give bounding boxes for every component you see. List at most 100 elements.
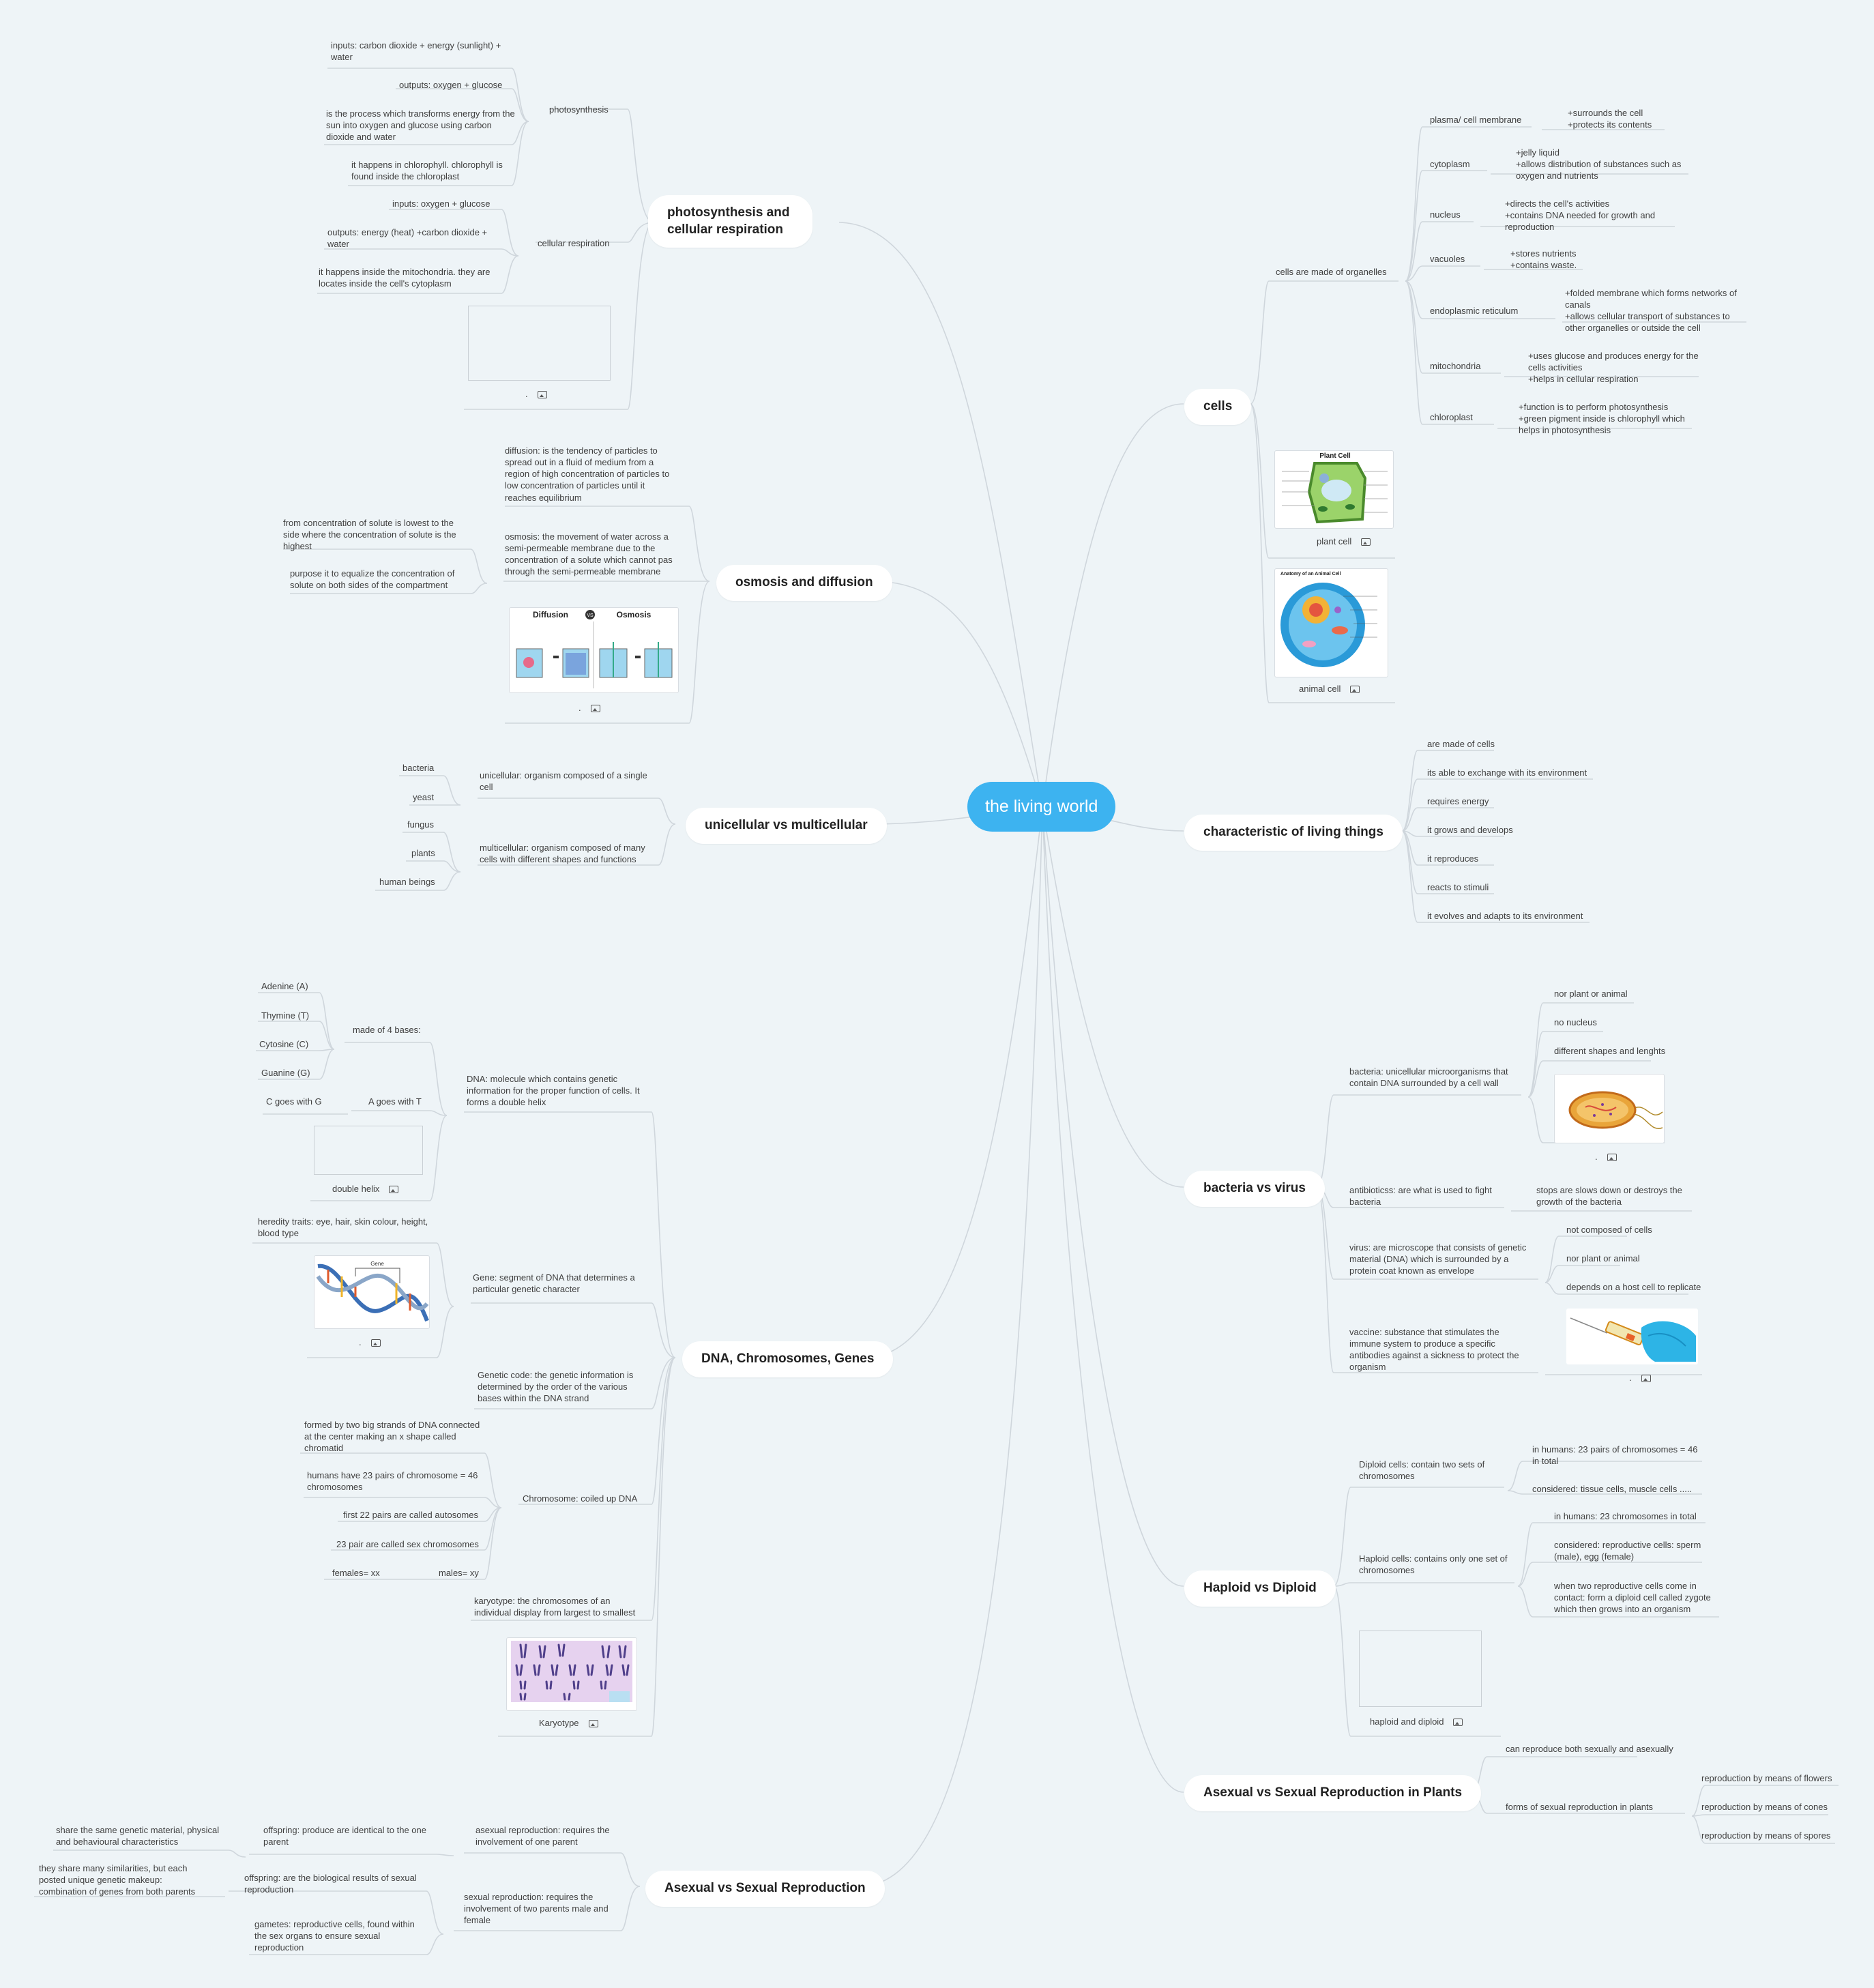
sexual-similarities[interactable]: they share many similarities, but each p… — [39, 1863, 196, 1897]
multicellular-plants[interactable]: plants — [411, 848, 435, 858]
dna-definition[interactable]: DNA: molecule which contains genetic inf… — [467, 1074, 640, 1108]
unicellular-bacteria[interactable]: bacteria — [402, 763, 435, 773]
organelle-er[interactable]: endoplasmic reticulum — [1430, 306, 1519, 316]
image-icon[interactable] — [590, 705, 600, 713]
branch-photosynthesis[interactable]: photosynthesis and cellular respiration — [648, 195, 812, 248]
respiration-inputs[interactable]: inputs: oxygen + glucose — [392, 199, 491, 209]
osmosis-purpose[interactable]: purpose it to equalize the concentration… — [290, 568, 455, 591]
respiration-where[interactable]: it happens inside the mitochondria. they… — [319, 267, 491, 289]
branch-plant-reproduction[interactable]: Asexual vs Sexual Reproduction in Plants — [1184, 1775, 1482, 1811]
organelle-mitochondria[interactable]: mitochondria — [1430, 361, 1481, 371]
pair-a-t[interactable]: A goes with T — [368, 1096, 422, 1107]
plants-sexual-forms[interactable]: forms of sexual reproduction in plants — [1506, 1802, 1654, 1812]
bacteria-no-nucleus[interactable]: no nucleus — [1554, 1017, 1597, 1027]
branch-asexual-sexual-reproduction[interactable]: Asexual vs Sexual Reproduction — [645, 1871, 885, 1907]
chromosome-humans[interactable]: humans have 23 pairs of chromosome = 46 … — [307, 1470, 478, 1493]
branch-haploid-diploid[interactable]: Haploid vs Diploid — [1184, 1570, 1336, 1607]
characteristic-item[interactable]: requires energy — [1427, 796, 1489, 806]
characteristic-item[interactable]: are made of cells — [1427, 739, 1495, 749]
respiration-outputs[interactable]: outputs: energy (heat) +carbon dioxide +… — [327, 227, 488, 250]
sexual-definition[interactable]: sexual reproduction: requires the involv… — [464, 1892, 609, 1926]
asexual-offspring[interactable]: offspring: produce are identical to the … — [263, 1825, 426, 1847]
er-description[interactable]: +folded membrane which forms networks of… — [1565, 288, 1737, 334]
branch-characteristics[interactable]: characteristic of living things — [1184, 815, 1403, 851]
haploid-definition[interactable]: Haploid cells: contains only one set of … — [1359, 1553, 1508, 1576]
image-icon[interactable] — [1607, 1154, 1617, 1162]
branch-cells[interactable]: cells — [1184, 389, 1252, 425]
chromosome-autosomes[interactable]: first 22 pairs are called autosomes — [343, 1510, 478, 1520]
bacteria-shapes[interactable]: different shapes and lenghts — [1554, 1046, 1666, 1056]
branch-osmosis-diffusion[interactable]: osmosis and diffusion — [716, 565, 892, 601]
gene-definition[interactable]: Gene: segment of DNA that determines a p… — [473, 1272, 635, 1295]
membrane-description[interactable]: +surrounds the cell +protects its conten… — [1568, 108, 1652, 130]
chromosome-females[interactable]: females= xx — [332, 1568, 380, 1578]
osmosis-direction[interactable]: from concentration of solute is lowest t… — [283, 518, 456, 552]
organelle-cytoplasm[interactable]: cytoplasm — [1430, 159, 1470, 169]
unicellular-yeast[interactable]: yeast — [413, 792, 435, 802]
base-guanine[interactable]: Guanine (G) — [261, 1068, 310, 1078]
photosynthesis-where[interactable]: it happens in chlorophyll. chlorophyll i… — [351, 160, 503, 182]
diploid-definition[interactable]: Diploid cells: contain two sets of chrom… — [1359, 1459, 1485, 1482]
virus-definition[interactable]: virus: are microscope that consists of g… — [1349, 1242, 1527, 1276]
osmosis-definition[interactable]: osmosis: the movement of water across a … — [505, 531, 673, 577]
photosynthesis-process[interactable]: is the process which transforms energy f… — [326, 108, 515, 143]
organelle-nucleus[interactable]: nucleus — [1430, 209, 1461, 220]
chromosome-definition[interactable]: Chromosome: coiled up DNA — [523, 1493, 638, 1504]
root-topic[interactable]: the living world — [967, 782, 1116, 832]
image-icon[interactable] — [1453, 1719, 1463, 1727]
branch-dna-chromosomes-genes[interactable]: DNA, Chromosomes, Genes — [682, 1341, 894, 1377]
diffusion-definition[interactable]: diffusion: is the tendency of particles … — [505, 445, 670, 503]
pair-c-g[interactable]: C goes with G — [266, 1096, 322, 1107]
topic-photosynthesis[interactable]: photosynthesis — [549, 104, 609, 115]
base-cytosine[interactable]: Cytosine (C) — [259, 1039, 309, 1049]
branch-unicellular-multicellular[interactable]: unicellular vs multicellular — [686, 808, 887, 844]
diploid-considered[interactable]: considered: tissue cells, muscle cells .… — [1532, 1484, 1693, 1494]
plants-spores[interactable]: reproduction by means of spores — [1701, 1830, 1831, 1841]
image-icon[interactable] — [1350, 686, 1360, 694]
chromosome-males[interactable]: males= xy — [439, 1568, 479, 1578]
nucleus-description[interactable]: +directs the cell's activities +contains… — [1505, 199, 1656, 233]
bacteria-nor-plant-animal[interactable]: nor plant or animal — [1554, 989, 1628, 999]
virus-not-cells[interactable]: not composed of cells — [1566, 1225, 1652, 1235]
image-icon[interactable] — [1361, 538, 1371, 546]
antibiotics-definition[interactable]: antibioticss: are what is used to fight … — [1349, 1185, 1492, 1208]
photosynthesis-inputs[interactable]: inputs: carbon dioxide + energy (sunligh… — [331, 40, 501, 63]
multicellular-fungus[interactable]: fungus — [407, 819, 435, 830]
multicellular-human-beings[interactable]: human beings — [379, 877, 435, 887]
chloroplast-description[interactable]: +function is to perform photosynthesis +… — [1519, 402, 1685, 436]
image-icon[interactable] — [1641, 1375, 1651, 1383]
gene-heredity-traits[interactable]: heredity traits: eye, hair, skin colour,… — [258, 1216, 428, 1239]
cells-organelles[interactable]: cells are made of organelles — [1276, 267, 1387, 277]
multicellular-definition[interactable]: multicellular: organism composed of many… — [480, 843, 645, 865]
chromosome-sex[interactable]: 23 pair are called sex chromosomes — [336, 1539, 479, 1549]
vaccine-definition[interactable]: vaccine: substance that stimulates the i… — [1349, 1327, 1519, 1373]
genetic-code-definition[interactable]: Genetic code: the genetic information is… — [478, 1370, 634, 1404]
organelle-vacuoles[interactable]: vacuoles — [1430, 254, 1465, 264]
image-icon[interactable] — [370, 1339, 381, 1347]
topic-cellular-respiration[interactable]: cellular respiration — [538, 238, 610, 248]
image-icon[interactable] — [588, 1720, 598, 1728]
characteristic-item[interactable]: it grows and develops — [1427, 825, 1513, 835]
karyotype-definition[interactable]: karyotype: the chromosomes of an individ… — [474, 1596, 636, 1618]
cytoplasm-description[interactable]: +jelly liquid +allows distribution of su… — [1516, 147, 1682, 181]
mitochondria-description[interactable]: +uses glucose and produces energy for th… — [1528, 351, 1699, 385]
organelle-chloroplast[interactable]: chloroplast — [1430, 412, 1473, 422]
sexual-gametes[interactable]: gametes: reproductive cells, found withi… — [254, 1919, 415, 1953]
virus-host-cell[interactable]: depends on a host cell to replicate — [1566, 1282, 1701, 1292]
asexual-definition[interactable]: asexual reproduction: requires the invol… — [475, 1825, 610, 1847]
haploid-considered[interactable]: considered: reproductive cells: sperm (m… — [1554, 1540, 1701, 1562]
characteristic-item[interactable]: its able to exchange with its environmen… — [1427, 768, 1587, 778]
photosynthesis-outputs[interactable]: outputs: oxygen + glucose — [399, 80, 503, 90]
base-adenine[interactable]: Adenine (A) — [261, 981, 308, 991]
asexual-share[interactable]: share the same genetic material, physica… — [56, 1825, 220, 1847]
characteristic-item[interactable]: reacts to stimuli — [1427, 882, 1489, 892]
dna-bases[interactable]: made of 4 bases: — [353, 1025, 421, 1035]
plants-flowers[interactable]: reproduction by means of flowers — [1701, 1773, 1832, 1783]
vacuoles-description[interactable]: +stores nutrients +contains waste. — [1510, 248, 1577, 271]
base-thymine[interactable]: Thymine (T) — [261, 1010, 310, 1021]
branch-bacteria-virus[interactable]: bacteria vs virus — [1184, 1171, 1325, 1207]
organelle-membrane[interactable]: plasma/ cell membrane — [1430, 115, 1522, 125]
chromosome-formed[interactable]: formed by two big strands of DNA connect… — [304, 1420, 480, 1454]
characteristic-item[interactable]: it reproduces — [1427, 853, 1479, 864]
plants-cones[interactable]: reproduction by means of cones — [1701, 1802, 1828, 1812]
